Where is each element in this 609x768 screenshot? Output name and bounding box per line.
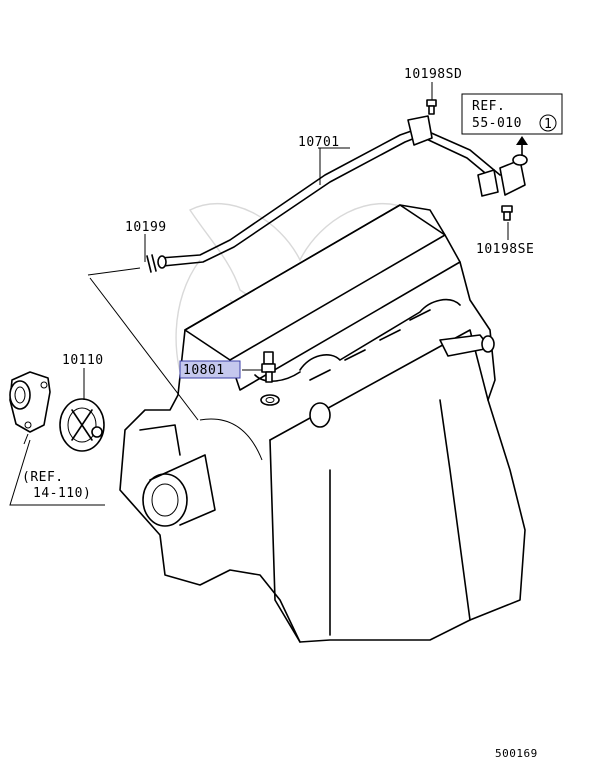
ref-top-line2: 55-010 xyxy=(472,116,522,131)
bolt-10198se[interactable] xyxy=(501,205,513,221)
thermostat-housing[interactable] xyxy=(9,371,51,433)
label-10110[interactable]: 10110 xyxy=(62,353,104,368)
bolt-10198sd[interactable] xyxy=(426,99,437,115)
ref-arrow xyxy=(516,136,528,156)
thermostat[interactable] xyxy=(59,398,105,452)
water-pipe[interactable] xyxy=(157,115,528,269)
diagram-number: 500169 xyxy=(495,747,538,760)
label-10801[interactable]: 10801 xyxy=(183,363,225,378)
label-10198sd[interactable]: 10198SD xyxy=(404,67,462,82)
ref-top-circle-number: 1 xyxy=(544,117,552,132)
ref-left-line2[interactable]: 14-110) xyxy=(33,486,91,501)
highlight-box xyxy=(179,360,241,379)
water-temp-sensor[interactable] xyxy=(261,351,276,383)
ref-left-line1[interactable]: (REF. xyxy=(22,470,64,485)
hose-clamp[interactable] xyxy=(146,254,157,273)
label-10198se[interactable]: 10198SE xyxy=(476,242,534,257)
ref-top-line1: REF. xyxy=(472,99,505,114)
ref-box-55-010[interactable]: REF. 55-010 1 xyxy=(461,93,563,135)
label-10199[interactable]: 10199 xyxy=(125,220,167,235)
engine-block xyxy=(119,204,526,643)
label-10701[interactable]: 10701 xyxy=(298,135,340,150)
leader-lines xyxy=(9,82,509,506)
